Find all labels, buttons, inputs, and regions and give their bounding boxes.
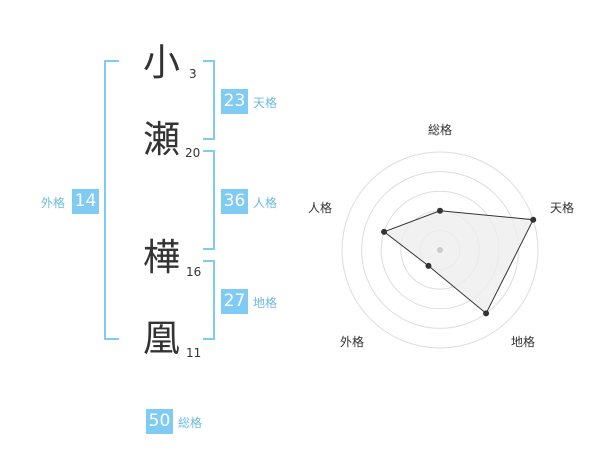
chikaku-bracket: [203, 260, 215, 340]
name-char-2: 瀬: [143, 118, 180, 161]
chikaku-label: 地格: [253, 296, 278, 310]
radar-axis-label-soukaku: 総格: [428, 123, 453, 137]
gaikaku-value-badge: 14: [72, 189, 99, 214]
soukaku-label: 総格: [178, 416, 203, 430]
radar-data-point: [425, 262, 432, 269]
radar-grid-ring: [341, 151, 539, 349]
name-char-1: 小: [143, 41, 180, 84]
soukaku-value-badge: 50: [146, 409, 173, 434]
radar-axis-label-gaikaku: 外格: [340, 335, 365, 349]
name-char-3: 樺: [143, 236, 180, 279]
jinkaku-bracket: [203, 150, 215, 250]
radar-axis-label-tenkaku: 天格: [550, 201, 575, 215]
radar-data-point: [381, 228, 388, 235]
radar-data-polygon: [383, 210, 534, 315]
radar-center-dot: [437, 247, 443, 253]
jinkaku-value-badge: 36: [221, 189, 248, 214]
radar-axis-label-chikaku: 地格: [511, 335, 536, 349]
stroke-count-3: 16: [186, 265, 202, 279]
gaikaku-bracket: [104, 60, 119, 340]
radar-data-point: [437, 207, 443, 214]
tenkaku-bracket: [203, 60, 215, 140]
stroke-count-4: 11: [186, 346, 202, 360]
radar-data-point: [483, 310, 490, 317]
stroke-count-2: 20: [185, 146, 201, 160]
tenkaku-value-badge: 23: [221, 89, 248, 114]
jinkaku-label: 人格: [253, 196, 278, 210]
radar-axis-label-jinkaku: 人格: [308, 201, 333, 215]
tenkaku-label: 天格: [253, 96, 278, 110]
radar-data-point: [530, 216, 537, 223]
gaikaku-label: 外格: [41, 196, 66, 210]
stroke-count-1: 3: [189, 67, 197, 81]
name-char-4: 凰: [143, 317, 180, 360]
chikaku-value-badge: 27: [221, 289, 248, 314]
